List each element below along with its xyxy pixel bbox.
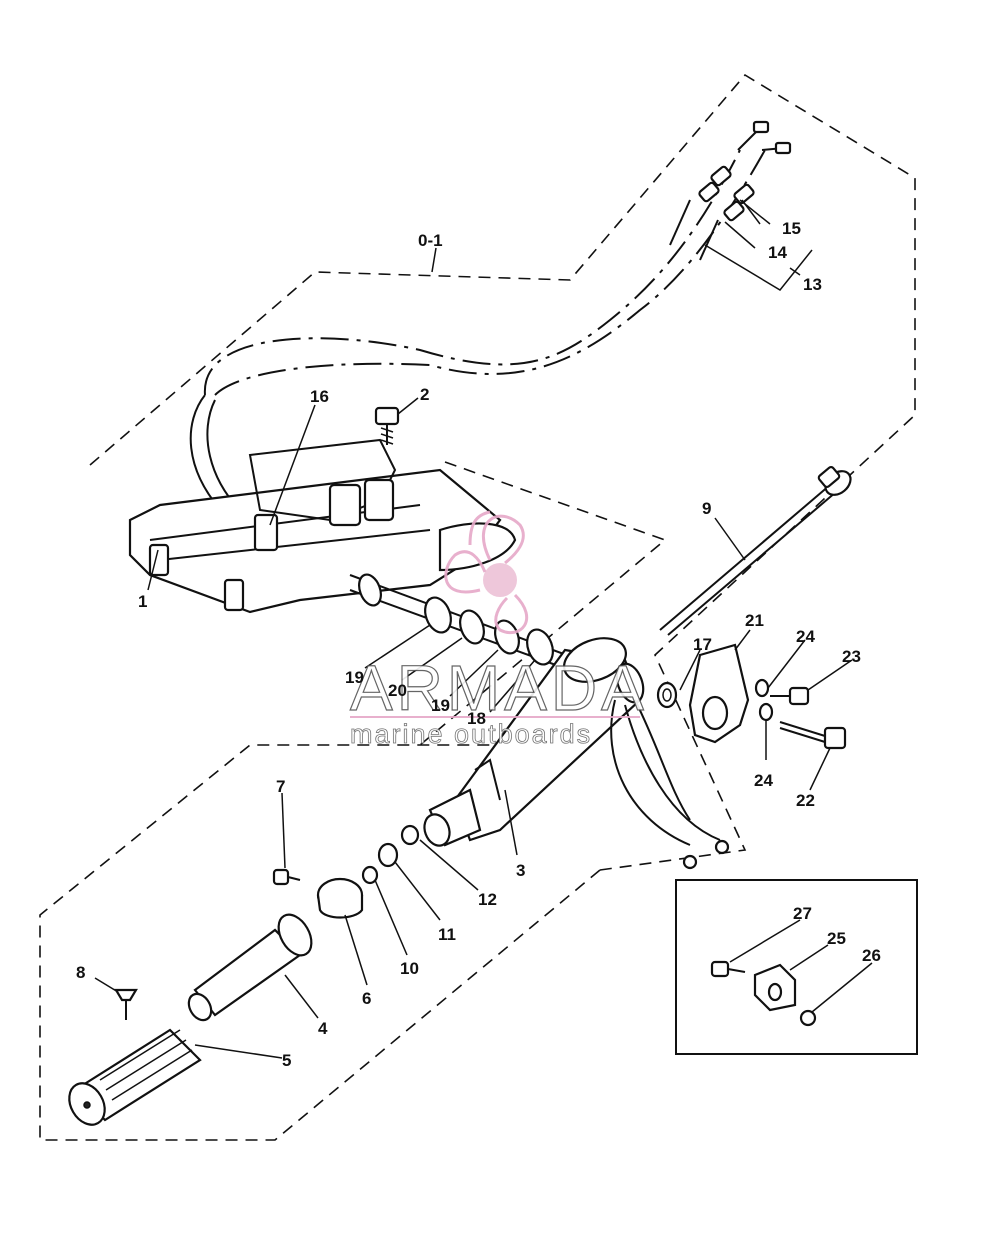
group-outline-upper xyxy=(89,73,916,871)
part-8-screw xyxy=(114,988,138,1020)
callout-20: 20 xyxy=(388,681,407,700)
callout-6: 6 xyxy=(362,989,371,1008)
leader-lines xyxy=(94,199,873,1059)
washers-19-20-18 xyxy=(358,573,554,666)
callout-2: 2 xyxy=(420,385,429,404)
part-9-rod xyxy=(659,465,852,636)
watermark-brand: ARMADA xyxy=(350,652,648,724)
part-23-bolt xyxy=(754,678,810,706)
callout-17: 17 xyxy=(693,635,712,654)
watermark-tagline: marine outboards xyxy=(350,719,592,749)
part-27-screw xyxy=(710,960,746,978)
group-outline-lower xyxy=(39,744,601,1141)
propeller-logo-icon xyxy=(444,510,529,635)
part-2-bolt xyxy=(374,397,419,445)
callout-7: 7 xyxy=(276,777,285,796)
callout-24-b: 24 xyxy=(754,771,773,790)
part-3-tiller-arm xyxy=(423,637,730,870)
callout-8: 8 xyxy=(76,963,85,982)
throttle-shift-cables xyxy=(189,120,792,551)
part-1-bracket xyxy=(128,438,517,614)
parts-10-11-12 xyxy=(361,824,420,885)
callout-23: 23 xyxy=(842,647,861,666)
part-17-washer xyxy=(656,681,678,709)
callout-21: 21 xyxy=(745,611,764,630)
part-4-throttle-tube xyxy=(187,913,313,1022)
callout-11: 11 xyxy=(438,925,456,944)
callout-labels: 0-1 1 2 3 4 5 6 7 8 9 10 11 12 13 14 15 … xyxy=(76,219,881,1070)
callout-10: 10 xyxy=(400,959,419,978)
callout-19-b: 19 xyxy=(431,696,450,715)
callout-19-a: 19 xyxy=(345,668,364,687)
part-25-clip xyxy=(753,963,797,1012)
callout-24-a: 24 xyxy=(796,627,815,646)
part-22-bolt xyxy=(758,702,847,750)
callout-22: 22 xyxy=(796,791,815,810)
callout-4: 4 xyxy=(318,1019,328,1038)
callout-3: 3 xyxy=(516,861,525,880)
callout-12: 12 xyxy=(478,890,497,909)
callout-25: 25 xyxy=(827,929,846,948)
callout-18: 18 xyxy=(467,709,486,728)
callout-14: 14 xyxy=(768,243,787,262)
callout-5: 5 xyxy=(282,1051,291,1070)
part-7-screw xyxy=(272,868,301,886)
callout-1: 1 xyxy=(138,592,147,611)
callout-9: 9 xyxy=(702,499,711,518)
callout-27: 27 xyxy=(793,904,812,923)
callout-group-0-1: 0-1 xyxy=(418,231,443,250)
part-21-clamp xyxy=(688,643,750,744)
leader-13 xyxy=(704,244,813,291)
callout-15: 15 xyxy=(782,219,801,238)
callout-16: 16 xyxy=(310,387,329,406)
armada-watermark: ARMADA marine outboards xyxy=(349,510,648,749)
callout-26: 26 xyxy=(862,946,881,965)
callout-13: 13 xyxy=(803,275,822,294)
part-26-nut xyxy=(799,1009,817,1027)
part-5-grip xyxy=(68,1028,202,1126)
part-6-collar xyxy=(316,877,364,919)
